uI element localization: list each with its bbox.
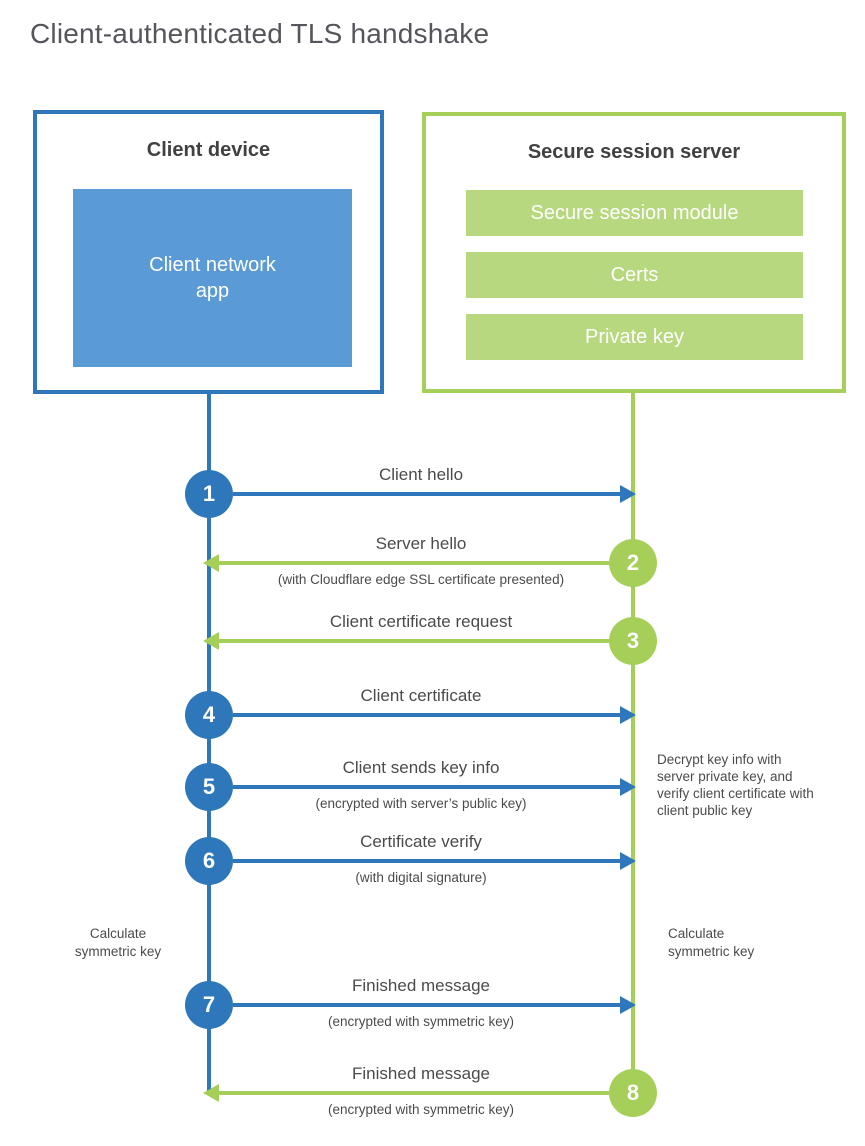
step-8-circle: 8 — [609, 1069, 657, 1117]
step-3-circle: 3 — [609, 617, 657, 665]
step-7-label: Finished message — [352, 976, 490, 995]
secure-session-server-box: Secure session server Secure session mod… — [422, 112, 846, 393]
step-2-arrow-line — [219, 561, 609, 565]
page-title: Client-authenticated TLS handshake — [30, 18, 490, 49]
step-8-arrowhead — [203, 1084, 219, 1102]
step-3-label: Client certificate request — [329, 612, 513, 631]
step-2-sublabel: (with Cloudflare edge SSL certificate pr… — [277, 572, 565, 587]
step-4-arrow-line — [233, 713, 622, 717]
step-2-circle: 2 — [609, 539, 657, 587]
step-7-arrowhead — [620, 996, 636, 1014]
step-5-arrowhead — [620, 778, 636, 796]
step-8-arrow-line — [219, 1091, 609, 1095]
client-network-app-box: Client network app — [73, 189, 352, 367]
step-2-arrowhead — [203, 554, 219, 572]
calculate-symmetric-key-note-client: Calculate symmetric key — [74, 926, 162, 959]
step-4-circle: 4 — [185, 691, 233, 739]
secure-session-server-title: Secure session server — [527, 141, 741, 163]
decrypt-key-info-note: Decrypt key info with server private key… — [657, 752, 814, 819]
step-8-label: Finished message — [352, 1064, 490, 1083]
step-3-arrowhead — [203, 632, 219, 650]
step-2-label: Server hello — [375, 534, 467, 553]
step-1-arrowhead — [620, 485, 636, 503]
server-module-bar: Private key — [466, 314, 803, 360]
step-4-arrowhead — [620, 706, 636, 724]
step-4-label: Client certificate — [360, 686, 482, 705]
step-6-label: Certificate verify — [360, 832, 482, 851]
step-5-circle: 5 — [185, 763, 233, 811]
step-6-circle: 6 — [185, 837, 233, 885]
step-3-arrow-line — [219, 639, 609, 643]
calculate-symmetric-key-note-server: Calculate symmetric key — [668, 926, 755, 959]
server-lifeline — [631, 391, 635, 1093]
step-1-label: Client hello — [378, 465, 464, 484]
step-6-sublabel: (with digital signature) — [355, 870, 487, 885]
server-module-bar: Secure session module — [466, 190, 803, 236]
step-1-circle: 1 — [185, 470, 233, 518]
step-8-sublabel: (encrypted with symmetric key) — [327, 1102, 515, 1117]
client-lifeline — [207, 392, 211, 1093]
step-1-arrow-line — [233, 492, 622, 496]
client-device-title: Client device — [146, 139, 271, 161]
step-7-arrow-line — [233, 1003, 622, 1007]
client-device-box: Client device Client network app — [33, 110, 384, 394]
step-6-arrowhead — [620, 852, 636, 870]
step-6-arrow-line — [233, 859, 622, 863]
step-5-sublabel: (encrypted with server’s public key) — [315, 796, 527, 811]
client-network-app-label: Client network app — [149, 254, 276, 302]
step-7-sublabel: (encrypted with symmetric key) — [327, 1014, 515, 1029]
server-module-bar: Certs — [466, 252, 803, 298]
step-5-arrow-line — [233, 785, 622, 789]
step-7-circle: 7 — [185, 981, 233, 1029]
step-5-label: Client sends key info — [342, 758, 500, 777]
